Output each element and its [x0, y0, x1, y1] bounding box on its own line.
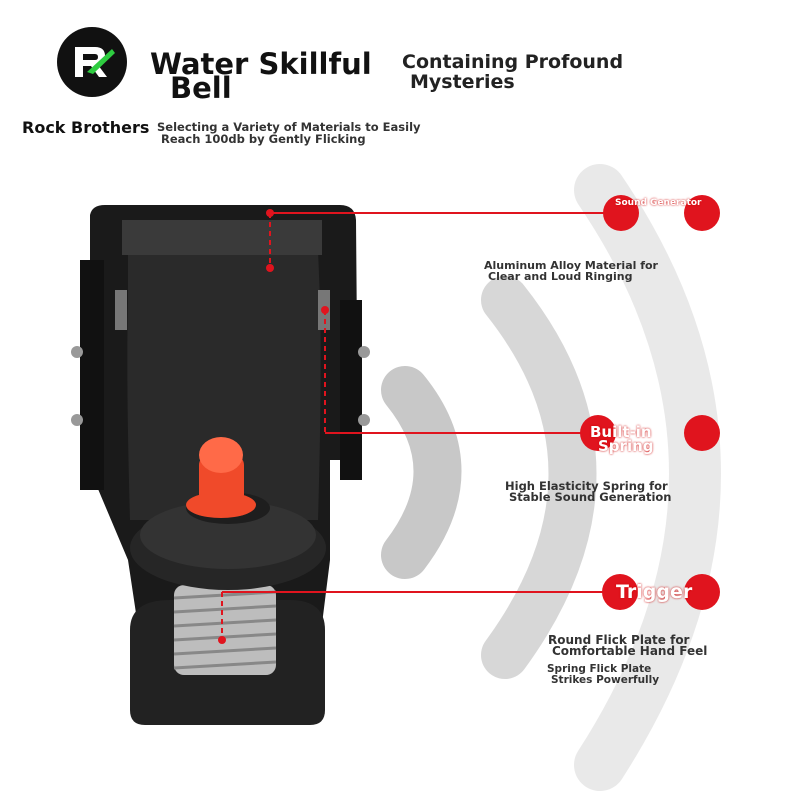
tagline-line-1: Selecting a Variety of Materials to Easi…	[157, 120, 421, 134]
trigger-desc-extra: Spring Flick Plate Strikes Powerfully	[547, 664, 659, 686]
sound-generator-desc: Aluminum Alloy Material for Clear and Lo…	[484, 260, 658, 282]
sound-wave-large	[574, 164, 721, 791]
sound-wave-small	[381, 366, 462, 579]
trigger-desc-line-1: Round Flick Plate for	[548, 633, 690, 647]
marker-trigger-right	[684, 574, 720, 610]
spring-desc-line-1: High Elasticity Spring for	[505, 479, 668, 493]
sound-generator-desc-line-2: Clear and Loud Ringing	[488, 270, 633, 283]
trigger-desc-line-3: Spring Flick Plate	[547, 663, 652, 675]
tagline: Selecting a Variety of Materials to Easi…	[157, 121, 457, 145]
page-title: Water Skillful Bell	[150, 50, 400, 105]
trigger-desc-line-2: Comfortable Hand Feel	[552, 644, 708, 658]
rock-brothers-logo-icon	[57, 27, 127, 97]
marker-sound-right	[684, 195, 720, 231]
sound-wave-medium	[481, 276, 597, 679]
trigger-title: Trigger	[616, 581, 693, 603]
page-subtitle: Containing Profound Mysteries	[402, 52, 662, 92]
title-line-1: Water Skillful	[150, 47, 372, 81]
brand-name: Rock Brothers	[22, 118, 150, 137]
spring-title-line-1: Built-in	[590, 423, 652, 441]
marker-spring-left	[580, 415, 616, 451]
spring-desc: High Elasticity Spring for Stable Sound …	[505, 479, 672, 504]
marker-trigger-left	[602, 574, 638, 610]
spring-desc-line-2: Stable Sound Generation	[509, 490, 672, 504]
sound-generator-desc-line-1: Aluminum Alloy Material for	[484, 259, 658, 272]
spring-title-line-2: Spring	[598, 437, 654, 455]
callout-lines	[221, 212, 612, 640]
tagline-line-2: Reach 100db by Gently Flicking	[161, 132, 366, 146]
spring-title: Built-in Spring	[590, 423, 654, 455]
title-line-2: Bell	[170, 71, 232, 105]
trigger-desc: Round Flick Plate for Comfortable Hand F…	[548, 633, 708, 658]
trigger-desc-line-4: Strikes Powerfully	[551, 674, 660, 686]
subtitle-line-2: Mysteries	[410, 71, 515, 93]
bell-product	[71, 205, 370, 725]
marker-spring-right	[684, 415, 720, 451]
marker-sound-left	[603, 195, 639, 231]
subtitle-line-1: Containing Profound	[402, 51, 624, 73]
sound-generator-title: Sound Generator	[615, 198, 702, 208]
